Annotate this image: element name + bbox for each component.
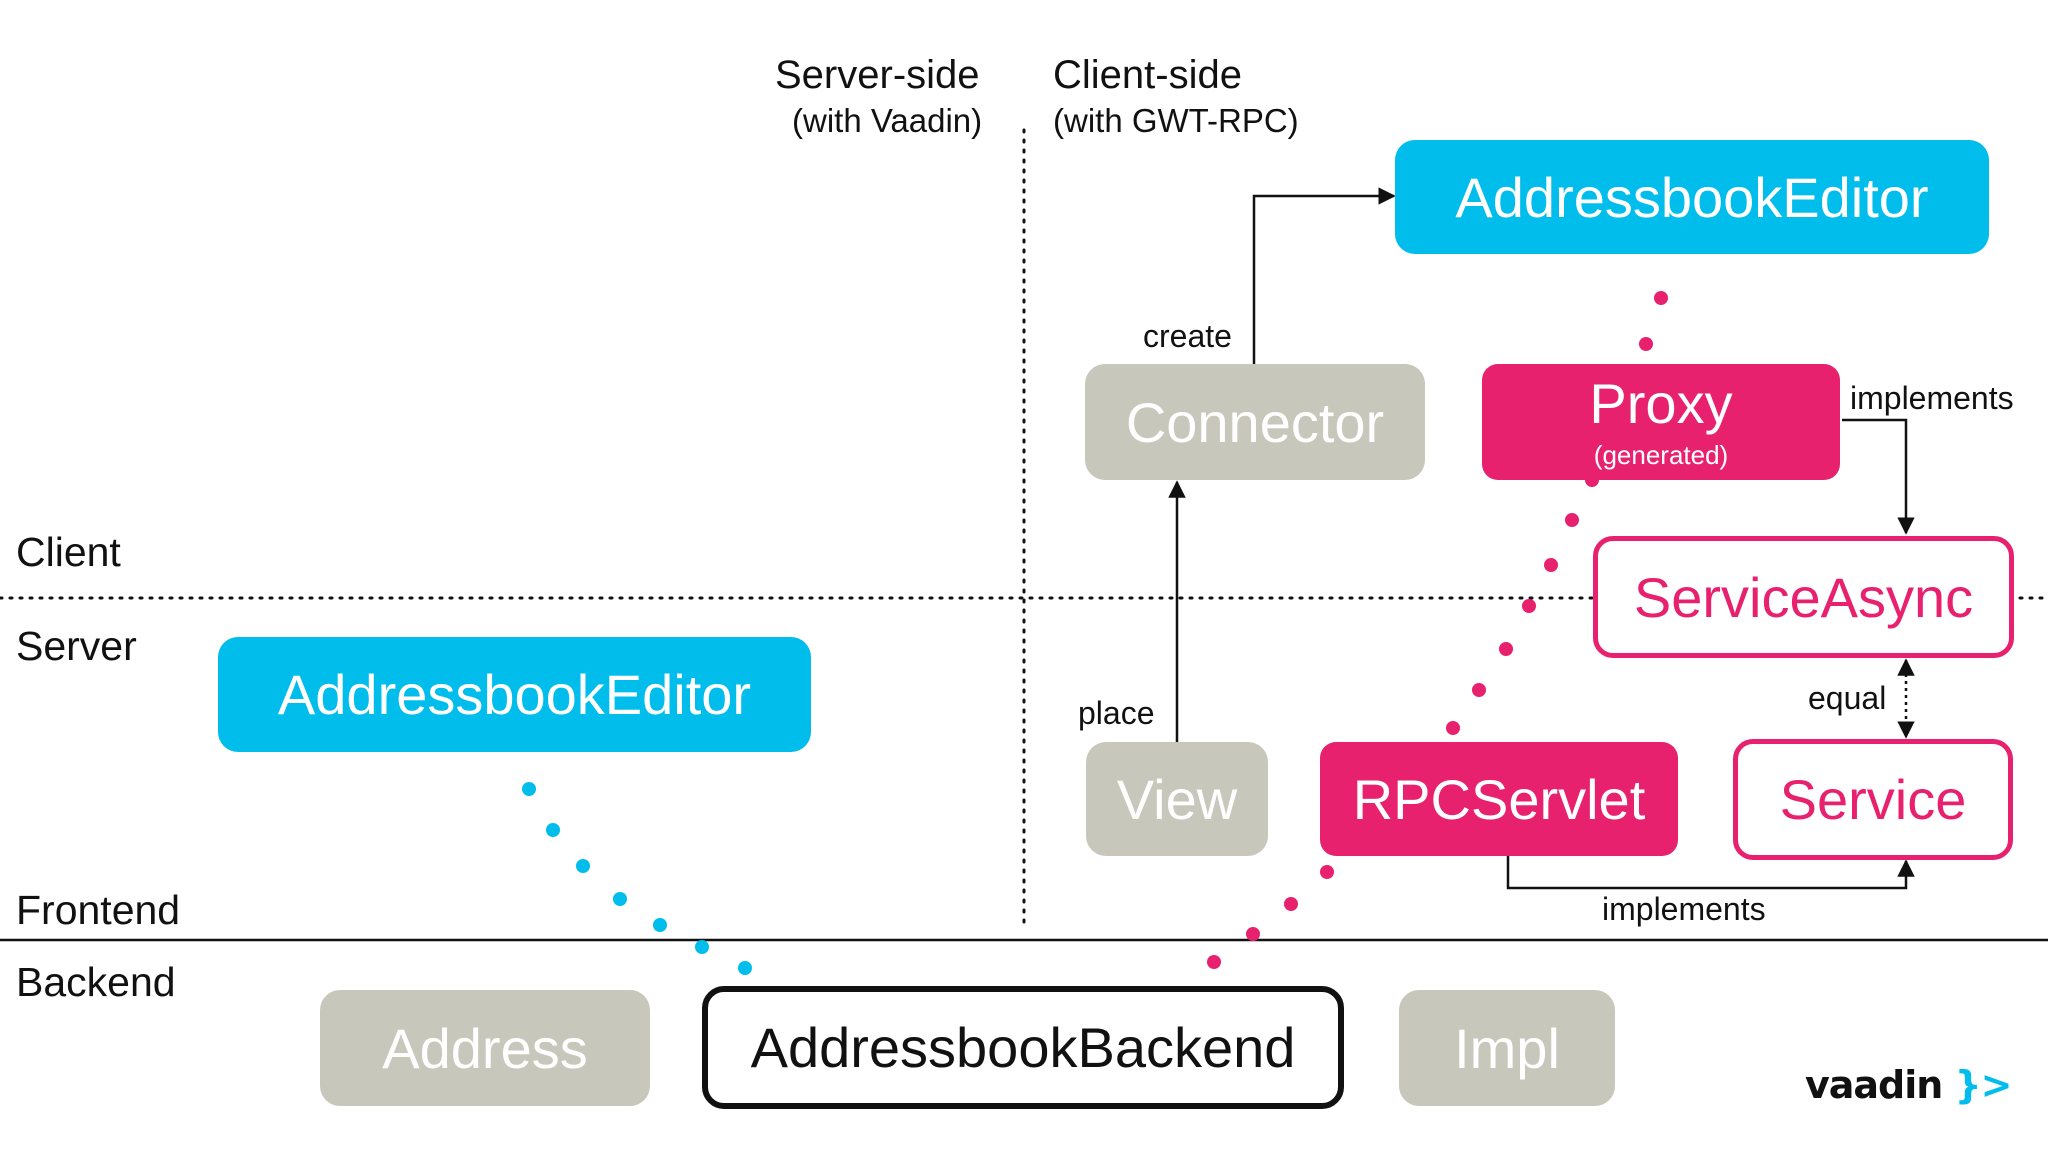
equal-label: equal — [1808, 680, 1887, 716]
proxy-generated-note: (generated) — [1593, 440, 1729, 470]
zone-label-frontend: Frontend — [16, 887, 181, 933]
address-node: Address — [320, 990, 650, 1106]
service-node: Service — [1733, 739, 2013, 860]
servlet-implements-label: implements — [1602, 891, 1766, 927]
servlet-implements-arrow — [1506, 856, 1915, 890]
proxy-label: Proxy — [1589, 372, 1733, 435]
view-node: View — [1086, 742, 1268, 856]
zone-label-server: Server — [16, 623, 137, 669]
impl-node: Impl — [1399, 990, 1615, 1106]
client-side-heading: Client-side — [1053, 53, 1242, 97]
proxy-node: Proxy (generated) — [1482, 364, 1840, 480]
create-label: create — [1143, 318, 1232, 354]
vaadin-logo-text: vaadin — [1805, 1063, 1943, 1107]
service-async-node: ServiceAsync — [1593, 536, 2014, 658]
connector-node: Connector — [1085, 364, 1425, 480]
vaadin-logo-mark: }> — [1954, 1063, 2013, 1107]
create-arrow — [1252, 187, 1396, 364]
proxy-implements-arrow — [1842, 418, 1915, 535]
server-addressbook-editor-node: AddressbookEditor — [218, 637, 811, 752]
client-side-subheading: (with GWT-RPC) — [1053, 102, 1299, 139]
proxy-implements-label: implements — [1850, 380, 2014, 416]
zone-label-client: Client — [16, 529, 121, 575]
addressbook-backend-node: AddressbookBackend — [702, 986, 1344, 1109]
client-addressbook-editor-node: AddressbookEditor — [1395, 140, 1989, 254]
vaadin-logo: vaadin }> — [1805, 1063, 2013, 1107]
place-label: place — [1078, 695, 1155, 731]
vaadin-dotted-link — [522, 782, 752, 975]
zone-label-backend: Backend — [16, 959, 176, 1005]
server-side-heading: Server-side — [775, 53, 980, 97]
server-side-subheading: (with Vaadin) — [792, 102, 983, 139]
rpc-servlet-node: RPCServlet — [1320, 742, 1678, 856]
